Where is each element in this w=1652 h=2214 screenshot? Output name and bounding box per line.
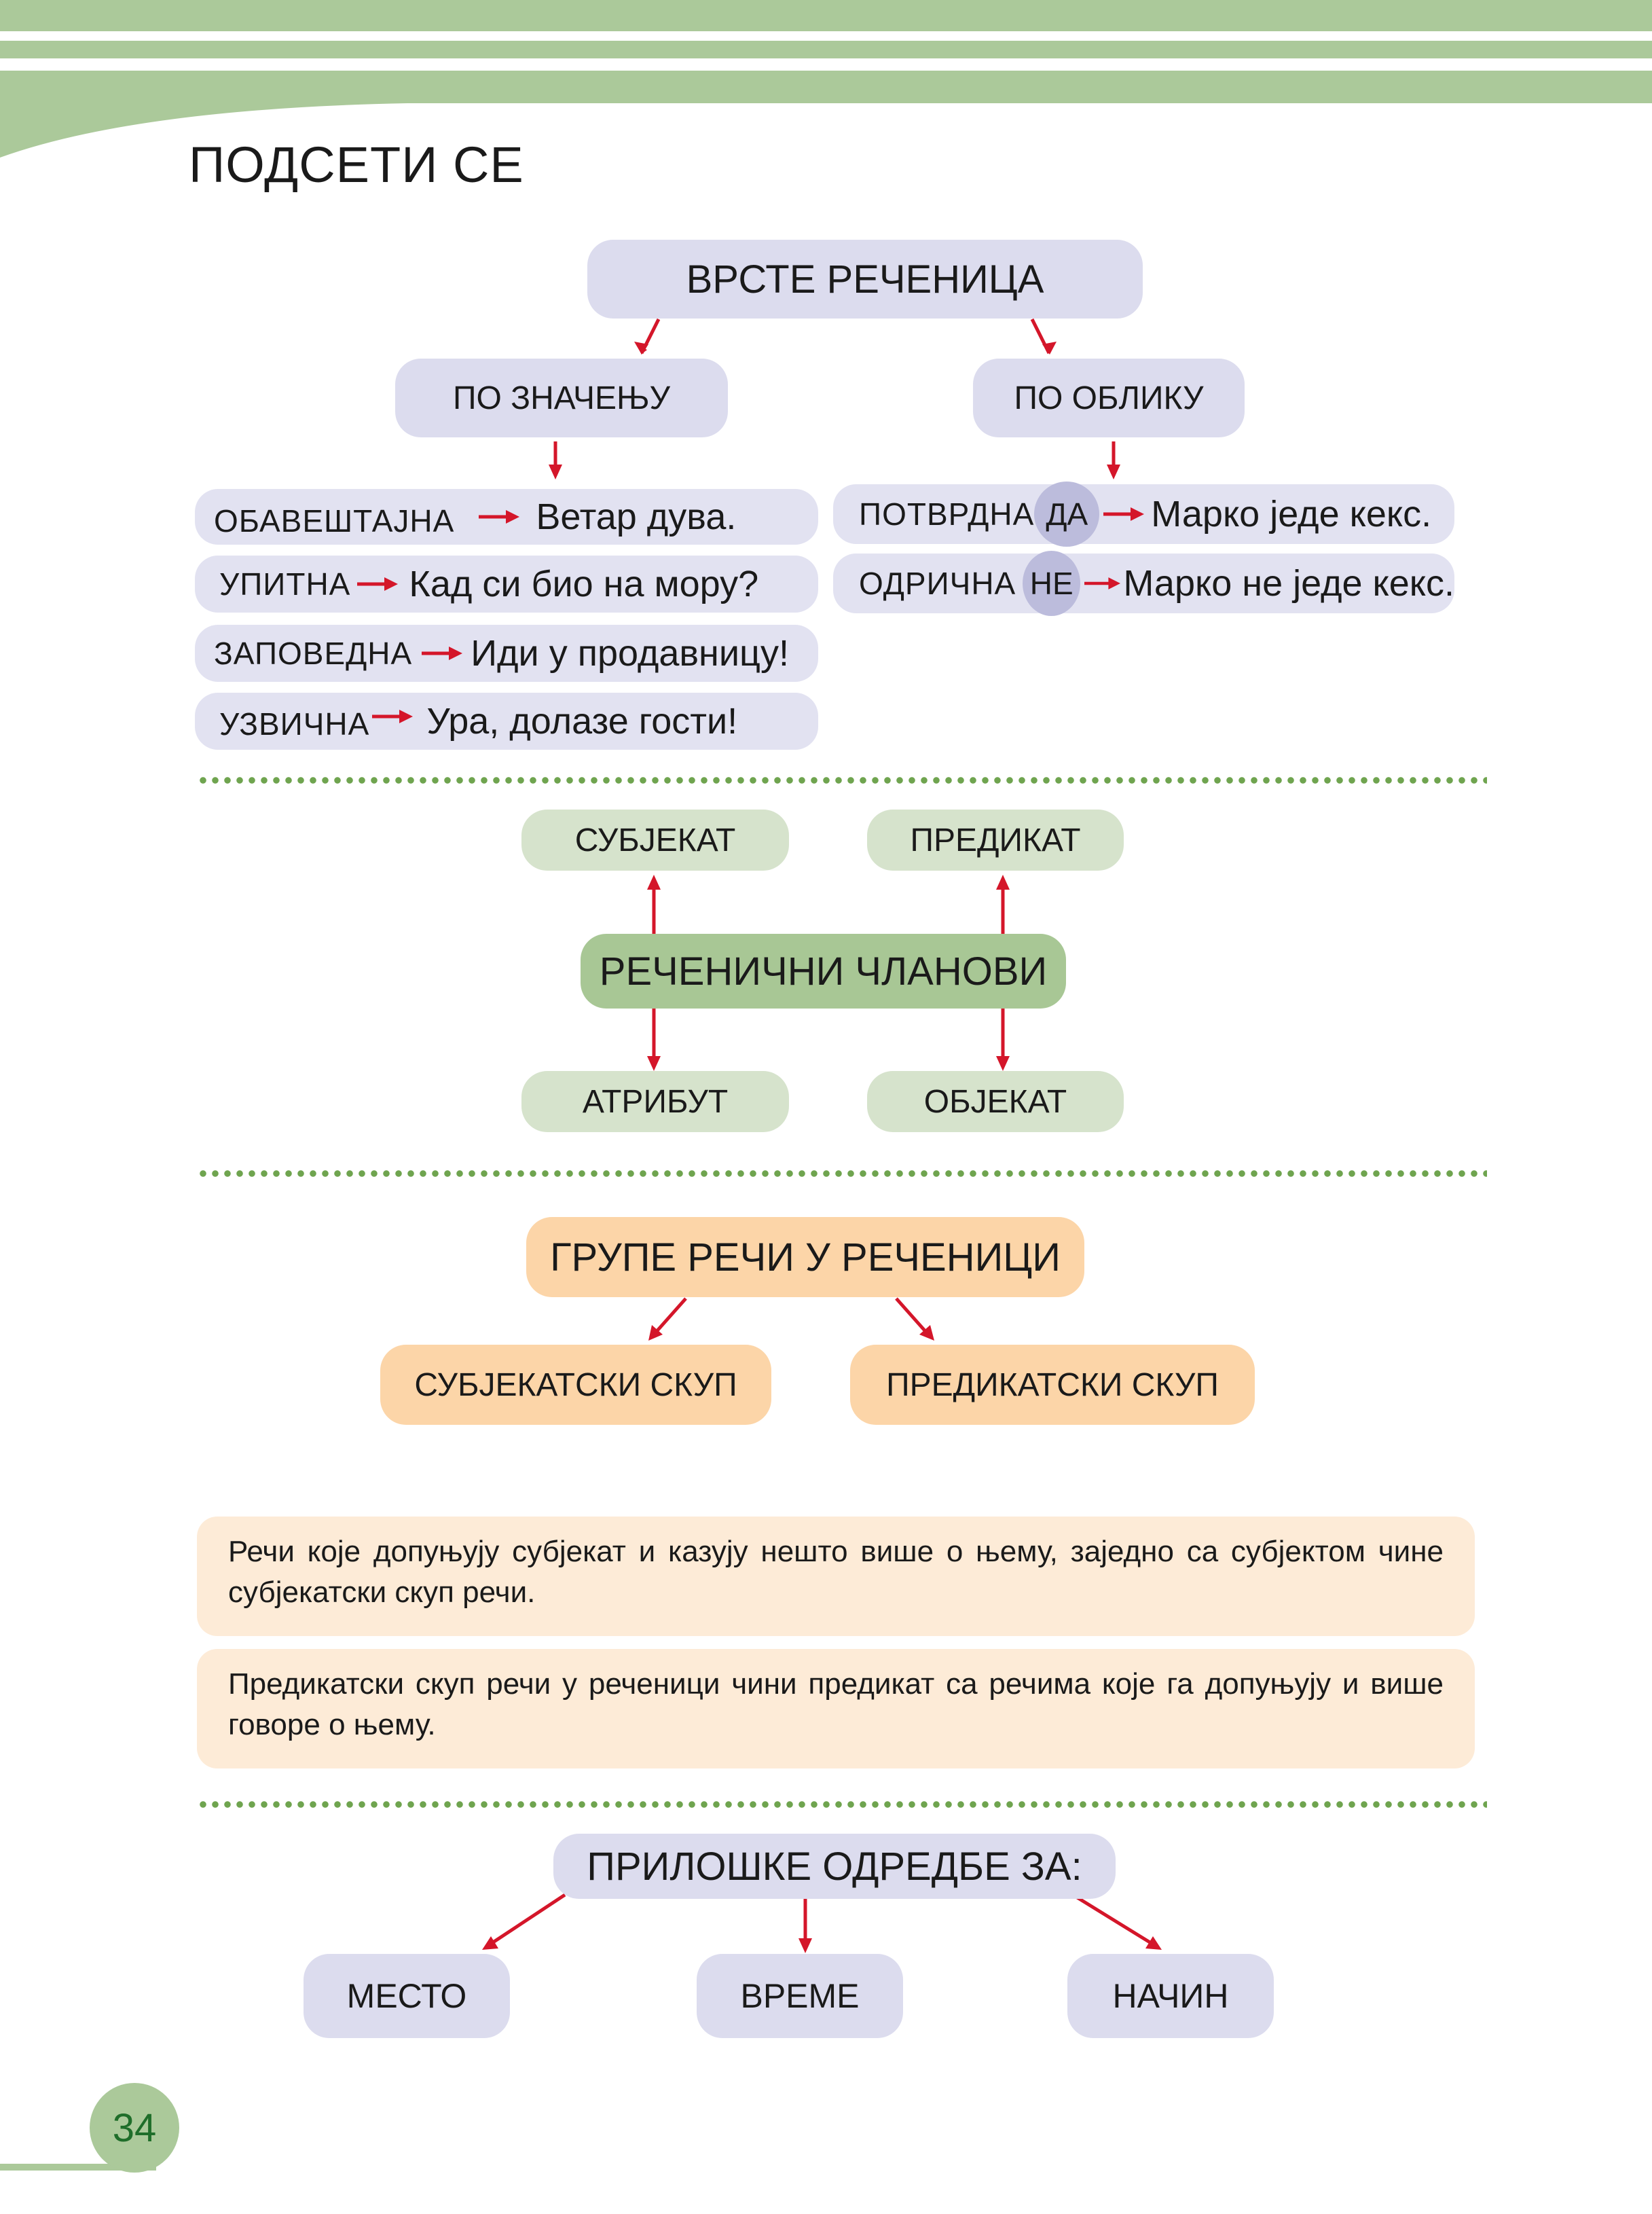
page-title: ПОДСЕТИ СЕ <box>189 137 524 193</box>
meaning-example: Иди у продавницу! <box>471 633 789 674</box>
by-form-node: ПО ОБЛИКУ <box>973 359 1245 437</box>
footer-line <box>0 2164 156 2171</box>
page-number-badge: 34 <box>90 2083 179 2173</box>
subject-label: СУБЈЕКАТ <box>574 822 736 858</box>
word-groups-root: ГРУПЕ РЕЧИ У РЕЧЕНИЦИ <box>526 1217 1084 1297</box>
manner-node: НАЧИН <box>1067 1954 1274 2038</box>
arrow-icon <box>1084 577 1121 589</box>
arrow-icon <box>479 510 520 524</box>
no-marker: НЕ <box>1023 551 1081 616</box>
object-node: ОБЈЕКАТ <box>867 1071 1124 1132</box>
adverbials-label: ПРИЛОШКЕ ОДРЕДБЕ ЗА: <box>587 1844 1082 1889</box>
sentence-types-root: ВРСТЕ РЕЧЕНИЦА <box>587 240 1143 319</box>
meaning-row-interrogative: УПИТНА Кад си био на мору? <box>195 556 818 613</box>
arrow-icon <box>1103 507 1145 521</box>
place-label: МЕСТО <box>346 1977 467 2015</box>
dotted-divider <box>197 1170 1487 1177</box>
predicate-group-label: ПРЕДИКАТСКИ СКУП <box>886 1366 1219 1403</box>
predicate-label: ПРЕДИКАТ <box>910 822 1081 858</box>
predicate-group-note: Предикатски скуп речи у реченици чини пр… <box>197 1649 1475 1768</box>
form-label: ОДРИЧНА <box>859 566 1016 601</box>
arrow-icon <box>422 647 463 660</box>
dotted-divider <box>197 777 1487 784</box>
subject-group-note: Речи које допуњују субјекат и казују неш… <box>197 1517 1475 1636</box>
arrow-icon <box>357 577 399 591</box>
by-form-label: ПО ОБЛИКУ <box>1014 380 1204 416</box>
predicate-group-text: Предикатски скуп речи у реченици чини пр… <box>228 1667 1444 1741</box>
attribute-label: АТРИБУТ <box>582 1083 729 1120</box>
meaning-row-declarative: ОБАВЕШТАЈНА Ветар дува. <box>195 489 818 545</box>
object-label: ОБЈЕКАТ <box>923 1083 1067 1120</box>
sentence-types-label: ВРСТЕ РЕЧЕНИЦА <box>686 257 1044 302</box>
adverbials-root: ПРИЛОШКЕ ОДРЕДБЕ ЗА: <box>553 1834 1116 1899</box>
sentence-members-label: РЕЧЕНИЧНИ ЧЛАНОВИ <box>599 949 1048 994</box>
meaning-example: Кад си био на мору? <box>409 564 759 604</box>
predicate-group-node: ПРЕДИКАТСКИ СКУП <box>850 1345 1255 1425</box>
attribute-node: АТРИБУТ <box>521 1071 789 1132</box>
header-decoration <box>0 0 1652 158</box>
predicate-node: ПРЕДИКАТ <box>867 810 1124 871</box>
dotted-divider <box>197 1801 1487 1808</box>
form-example: Марко једе кекс. <box>1151 494 1432 534</box>
meaning-example: Ура, долазе гости! <box>426 701 738 742</box>
meaning-label: УЗВИЧНА <box>219 706 370 742</box>
form-row-affirmative: ПОТВРДНА ДА Марко једе кекс. <box>833 482 1454 547</box>
time-node: ВРЕМЕ <box>697 1954 903 2038</box>
by-meaning-node: ПО ЗНАЧЕЊУ <box>395 359 728 437</box>
subject-group-text: Речи које допуњују субјекат и казују неш… <box>228 1535 1444 1609</box>
arrow-icon <box>372 710 414 723</box>
subject-group-node: СУБЈЕКАТСКИ СКУП <box>380 1345 771 1425</box>
meaning-label: ЗАПОВЕДНА <box>214 636 413 671</box>
sentence-members-root: РЕЧЕНИЧНИ ЧЛАНОВИ <box>581 934 1066 1009</box>
subject-node: СУБЈЕКАТ <box>521 810 789 871</box>
time-label: ВРЕМЕ <box>740 1977 860 2015</box>
form-label: ПОТВРДНА <box>859 496 1035 532</box>
form-example: Марко не једе кекс. <box>1123 563 1454 604</box>
page-number: 34 <box>112 2105 157 2150</box>
manner-label: НАЧИН <box>1112 1977 1229 2015</box>
meaning-label: УПИТНА <box>219 566 351 602</box>
meaning-label: ОБАВЕШТАЈНА <box>214 503 455 539</box>
meaning-row-exclamatory: УЗВИЧНА Ура, долазе гости! <box>195 693 818 750</box>
meaning-example: Ветар дува. <box>536 496 737 537</box>
subject-group-label: СУБЈЕКАТСКИ СКУП <box>414 1366 737 1403</box>
word-groups-label: ГРУПЕ РЕЧИ У РЕЧЕНИЦИ <box>550 1235 1061 1280</box>
yes-marker: ДА <box>1034 482 1100 547</box>
meaning-row-imperative: ЗАПОВЕДНА Иди у продавницу! <box>195 625 818 682</box>
by-meaning-label: ПО ЗНАЧЕЊУ <box>452 380 671 416</box>
form-row-negative: ОДРИЧНА НЕ Марко не једе кекс. <box>833 551 1454 616</box>
place-node: МЕСТО <box>304 1954 510 2038</box>
